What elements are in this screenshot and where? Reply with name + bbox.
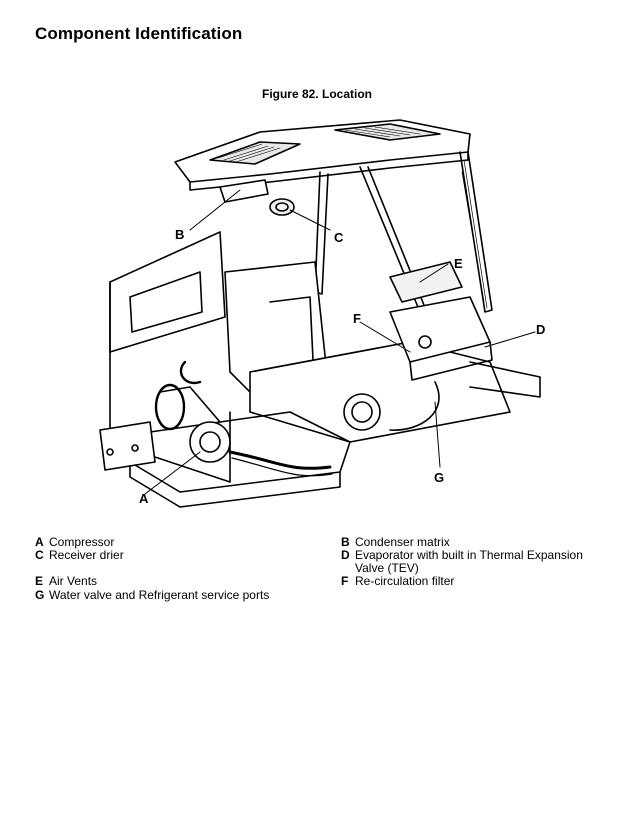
callout-a: A bbox=[139, 491, 149, 506]
callout-d: D bbox=[536, 322, 546, 337]
callout-g: G bbox=[434, 470, 445, 485]
page-title: Component Identification bbox=[35, 24, 243, 43]
callout-b: B bbox=[175, 227, 185, 242]
callout-e: E bbox=[454, 256, 463, 271]
callout-c: C bbox=[334, 230, 344, 245]
figure-caption: Figure 82. Location bbox=[261, 87, 372, 101]
cab-component-illustration bbox=[99, 119, 541, 508]
callout-f: F bbox=[353, 311, 361, 326]
